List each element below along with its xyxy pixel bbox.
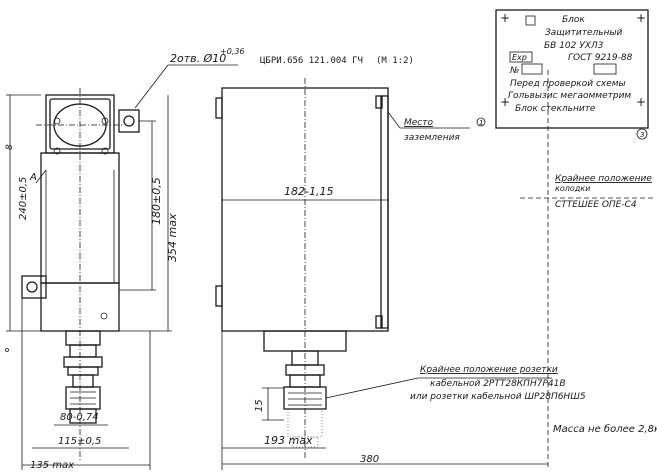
svg-text:8: 8 — [5, 144, 15, 150]
front-dimensions: 182-1,15 15 193 max 380 — [221, 70, 549, 470]
tb-line6: Гольвызис мегаомметрим — [508, 91, 631, 101]
hole-note: 2отв. Ø10 — [170, 52, 226, 65]
grounding-label-2: заземления — [404, 133, 460, 143]
right-note-1: Крайнее положение — [555, 174, 652, 184]
left-connector — [63, 330, 103, 424]
tb-line5: Перед проверкой схемы — [510, 79, 626, 89]
left-mount-ear-tr — [118, 109, 140, 133]
tb-line3: БВ 102 УХЛ3 — [544, 41, 604, 51]
svg-text:1: 1 — [479, 119, 483, 127]
left-dimensions: 240±0,5 8 180±0,5 354 max 80-0,74 115±0,… — [5, 94, 179, 471]
mass-note: Масса не более 2,8кг — [553, 423, 657, 435]
dim-mid-354: 354 max — [166, 213, 179, 262]
dim-front-15: 15 — [254, 399, 265, 412]
dim-front-182: 182-1,15 — [284, 185, 333, 198]
connector-note-3: или розетки кабельной ШР28П6НШ5 — [410, 392, 586, 402]
left-view — [21, 88, 140, 460]
left-mount-hole-tr — [123, 115, 135, 127]
tb-num: № — [509, 66, 519, 76]
dim-mid-180: 180±0,5 — [150, 177, 163, 225]
svg-text:+: + — [500, 95, 510, 109]
callout-circle-1 — [476, 117, 486, 127]
dim-bottom-80: 80-0,74 — [60, 412, 99, 423]
title-block-logo — [525, 15, 536, 26]
margin-dot — [5, 348, 9, 352]
dim-left-height: 240±0,5 — [18, 177, 29, 220]
tb-exp: Exp — [512, 53, 527, 62]
callout-A: А — [29, 172, 37, 183]
svg-text:+: + — [636, 11, 646, 25]
title-block-frame — [495, 9, 649, 129]
hole-tolerance: +0,36 — [220, 47, 245, 56]
tb-line7: Блок стекльните — [515, 104, 596, 114]
dim-bottom-135: 135 max — [30, 460, 74, 471]
dim-front-380: 380 — [360, 454, 379, 465]
svg-text:+: + — [500, 11, 510, 25]
left-mount-ear-bl — [21, 275, 47, 299]
dim-bottom-115: 115±0,5 — [58, 436, 101, 447]
connector-note-1: Крайнее положение розетки — [420, 365, 558, 375]
left-mount-hole-bl — [26, 281, 38, 293]
callout-circle-3 — [636, 128, 648, 140]
scale-note: (М 1:2) — [376, 56, 414, 66]
dim-front-193: 193 max — [264, 434, 313, 447]
svg-text:+: + — [636, 95, 646, 109]
grounding-label-1: Место — [404, 118, 433, 128]
tb-line4: ГОСТ 9219-88 — [568, 53, 633, 63]
right-note-3: СТТЕШЕЕ ОПЕ-С4 — [555, 200, 637, 210]
tb-line2: Защитительный — [545, 28, 623, 38]
connector-note-2: кабельной 2РТТ28КПН7Р41В — [430, 379, 566, 389]
right-note-2: колодки — [555, 184, 590, 193]
doc-code: ЦБРИ.656 121.004 ГЧ — [260, 56, 363, 66]
title-block: + + + + Блок Защитительный БВ 102 УХЛ3 E… — [495, 9, 649, 140]
tb-line1: Блок — [562, 15, 585, 25]
svg-text:3: 3 — [640, 131, 644, 139]
front-side-rail — [380, 95, 389, 329]
front-view — [215, 78, 389, 460]
